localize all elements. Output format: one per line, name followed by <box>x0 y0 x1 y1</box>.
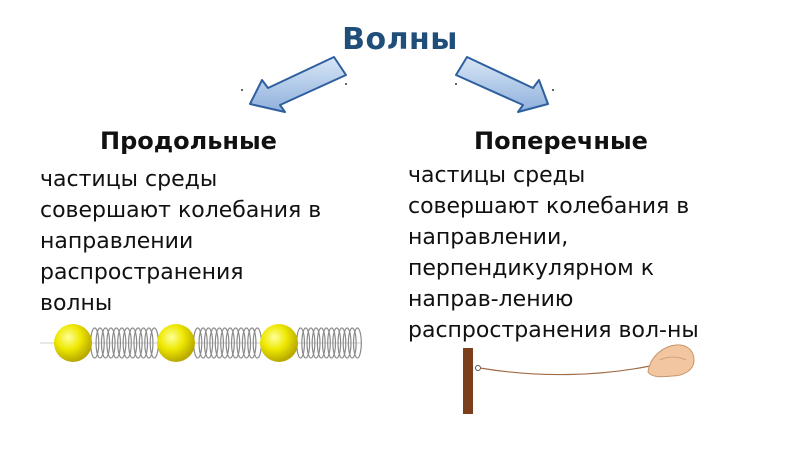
slide-title: Волны <box>342 22 458 57</box>
spring-coil <box>321 327 331 359</box>
text-line: перпендикулярном к <box>408 256 654 281</box>
spring-coil <box>306 327 316 359</box>
description-longitudinal: частицы среды совершают колебания в напр… <box>40 164 400 314</box>
rope-wave-illustration <box>463 344 695 414</box>
spring-coil <box>100 327 111 359</box>
ball <box>157 324 195 362</box>
spring-coil <box>342 327 352 359</box>
spring-coil <box>95 327 105 359</box>
spring-coil <box>241 327 252 359</box>
spring-coil <box>316 327 326 359</box>
text-line: направ-лению <box>408 287 574 312</box>
springs <box>90 327 362 359</box>
text-line: волны <box>40 291 113 314</box>
text-line: направлении <box>40 229 194 254</box>
spring-coil <box>117 327 127 359</box>
ball <box>54 324 92 362</box>
spring-coil <box>203 327 214 359</box>
spring-coil <box>106 327 116 359</box>
heading-transverse: Поперечные <box>474 127 648 155</box>
spring-coil <box>301 327 311 359</box>
rope <box>479 365 651 376</box>
spring-coil <box>122 327 132 359</box>
spring-coil <box>247 327 257 359</box>
spring-coil <box>138 327 149 359</box>
spring-coil <box>327 327 337 359</box>
hand-icon <box>647 344 695 378</box>
description-transverse: частицы среды совершают колебания в напр… <box>408 160 768 360</box>
spring-coil <box>225 327 235 359</box>
text-line: совершают колебания в <box>408 194 690 219</box>
text-line: частицы среды <box>40 167 218 192</box>
spring-coil <box>220 327 230 359</box>
decorative-dots <box>241 83 554 91</box>
ball <box>260 324 298 362</box>
arrow-left-down-icon <box>249 56 347 113</box>
spring-coil <box>127 327 138 359</box>
spring-coil <box>332 327 342 359</box>
spring-coil <box>236 327 246 359</box>
spring-coil <box>230 327 241 359</box>
spring-coil <box>133 327 143 359</box>
balls <box>54 324 298 362</box>
spring-chain-illustration <box>40 324 362 362</box>
spring-coil <box>352 327 362 359</box>
spring-coil <box>198 327 208 359</box>
spring-coil <box>214 327 225 359</box>
spring-coil <box>311 327 321 359</box>
post <box>463 348 473 414</box>
spring-coil <box>337 327 347 359</box>
heading-longitudinal: Продольные <box>100 127 277 155</box>
text-line: частицы среды <box>408 163 586 188</box>
spring-coil <box>347 327 357 359</box>
arrow-right-down-icon <box>455 56 549 113</box>
text-line: распространения <box>40 260 244 285</box>
text-line: распространения вол-ны <box>408 318 699 343</box>
spring-coil <box>209 327 219 359</box>
text-line: направлении, <box>408 225 569 250</box>
spring-coil <box>144 327 154 359</box>
text-line: совершают колебания в <box>40 198 322 223</box>
spring-coil <box>111 327 122 359</box>
